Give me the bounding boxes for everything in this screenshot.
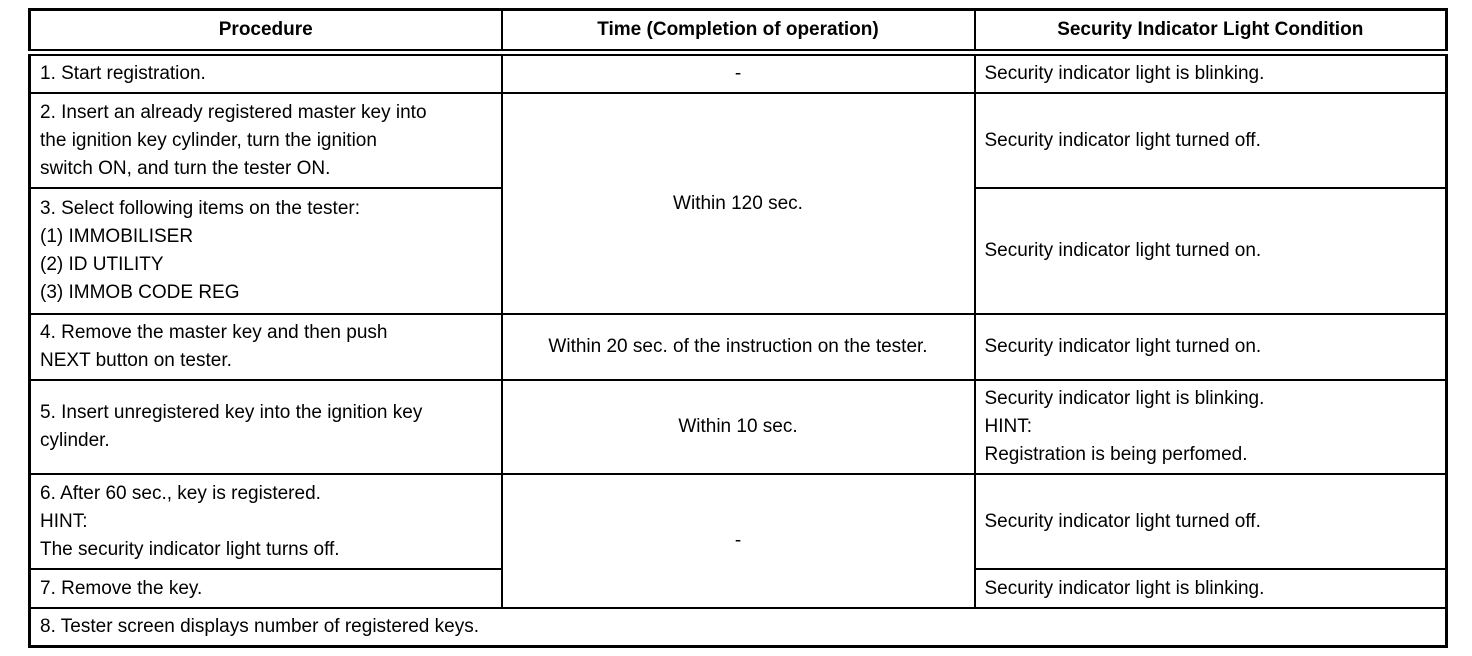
condition-cell: Security indicator light is blinking. <box>973 568 1448 609</box>
time-cell-merged: - <box>500 473 976 609</box>
procedure-cell: 6. After 60 sec., key is registered. HIN… <box>28 473 503 570</box>
table-row: 1. Start registration. - Security indica… <box>28 51 1448 94</box>
table-row: 2. Insert an already registered master k… <box>28 92 1448 315</box>
procedure-cell: 5. Insert unregistered key into the igni… <box>28 379 503 475</box>
procedure-cell: 4. Remove the master key and then push N… <box>28 313 503 381</box>
table-row: 6. After 60 sec., key is registered. HIN… <box>28 473 1448 609</box>
key-registration-procedure-table: Procedure Time (Completion of operation)… <box>28 8 1448 648</box>
procedure-cell: 2. Insert an already registered master k… <box>28 92 503 189</box>
table-row: 8. Tester screen displays number of regi… <box>28 607 1448 648</box>
condition-cell: Security indicator light turned on. <box>973 187 1448 315</box>
time-cell-merged: Within 120 sec. <box>500 92 976 315</box>
table-row: 4. Remove the master key and then push N… <box>28 313 1448 381</box>
procedure-cell: 3. Select following items on the tester:… <box>28 187 503 315</box>
condition-cell: Security indicator light is blinking. HI… <box>973 379 1448 475</box>
condition-cell: Security indicator light turned off. <box>973 92 1448 189</box>
procedure-cell: 1. Start registration. <box>28 51 503 94</box>
column-header-time: Time (Completion of operation) <box>500 8 976 56</box>
column-header-security-indicator: Security Indicator Light Condition <box>973 8 1448 56</box>
table-row: 5. Insert unregistered key into the igni… <box>28 379 1448 475</box>
column-header-procedure: Procedure <box>28 8 503 56</box>
time-cell: - <box>500 51 976 94</box>
table-row: 3. Select following items on the tester:… <box>28 187 1448 315</box>
procedure-cell: 7. Remove the key. <box>28 568 503 609</box>
condition-cell: Security indicator light turned on. <box>973 313 1448 381</box>
condition-cell: Security indicator light is blinking. <box>973 51 1448 94</box>
procedure-cell-full-width: 8. Tester screen displays number of regi… <box>28 607 1448 648</box>
condition-cell: Security indicator light turned off. <box>973 473 1448 570</box>
table-header-row: Procedure Time (Completion of operation)… <box>28 8 1448 56</box>
time-cell: Within 10 sec. <box>500 379 976 475</box>
table-row: 7. Remove the key. Security indicator li… <box>28 568 1448 609</box>
time-cell: Within 20 sec. of the instruction on the… <box>500 313 976 381</box>
